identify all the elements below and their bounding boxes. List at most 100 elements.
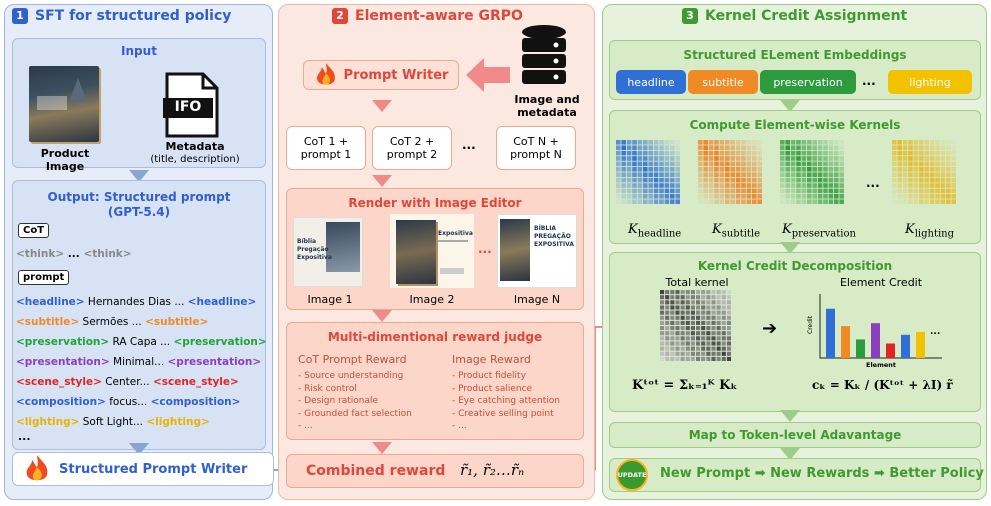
kernel-cell	[790, 156, 796, 161]
total-kernel-cell	[711, 300, 716, 305]
kernel-cell	[719, 167, 725, 172]
total-kernel-cell	[660, 331, 665, 336]
total-kernel-cell	[670, 326, 675, 331]
kernel-cell	[741, 140, 746, 145]
kernel-cell	[924, 161, 929, 167]
total-kernel-cell	[675, 310, 680, 315]
kernel-cell	[946, 167, 951, 172]
total-kernel-cell	[680, 326, 685, 331]
kernel-cell	[741, 172, 746, 177]
total-kernel-cell	[716, 331, 721, 336]
kernel-cell	[670, 199, 675, 204]
kernel-cell	[817, 156, 823, 161]
kernel-cell	[719, 145, 725, 150]
kernel-cell	[653, 145, 659, 150]
kernel-cell	[670, 172, 675, 177]
kernel-cell	[746, 199, 752, 204]
kernel-cell	[908, 167, 913, 172]
kernel-cell	[785, 150, 790, 156]
kernel-cell	[741, 183, 746, 188]
kernel-cell	[659, 150, 664, 156]
kernel-cell	[935, 188, 940, 194]
kernel-label-headline: Kheadline	[628, 222, 681, 240]
kernel-cell	[616, 140, 621, 145]
total-kernel-cell	[716, 346, 721, 351]
kernel-cell	[703, 161, 708, 167]
reward-item: - Product fidelity	[452, 371, 526, 381]
total-kernel-cell	[690, 346, 695, 351]
kernel-cell	[637, 172, 643, 177]
element-open-tag: <headline>	[16, 296, 85, 308]
kernel-cell	[675, 172, 680, 177]
kernel-cell	[714, 199, 719, 204]
kernel-cell	[828, 199, 834, 204]
element-close-tag: <subtitle>	[145, 316, 209, 328]
kernel-cell	[675, 161, 680, 167]
kernel-cell	[892, 172, 897, 177]
kernel-cell	[828, 172, 834, 177]
kernel-cell	[828, 140, 834, 145]
kernel-cell	[752, 161, 757, 167]
total-kernel-cell	[711, 336, 716, 341]
kernel-cell	[839, 140, 844, 145]
element-close-tag: <lighting>	[146, 416, 210, 428]
kernel-cell	[828, 183, 834, 188]
kernel-cell	[823, 161, 828, 167]
arrow-down	[372, 175, 392, 187]
total-kernel-cell	[726, 336, 731, 341]
kernel-cell	[735, 183, 741, 188]
kernel-cell	[719, 140, 725, 145]
kernel-cell	[780, 183, 785, 188]
kernel-cell	[664, 167, 670, 172]
kernel-cell	[940, 194, 946, 199]
kernel-cell	[632, 156, 637, 161]
total-kernel-cell	[680, 351, 685, 356]
kernel-cell	[670, 188, 675, 194]
kernel-cell	[929, 161, 935, 167]
kernel-cell	[637, 188, 643, 194]
kernel-cell	[648, 177, 653, 183]
total-kernel-cell	[701, 341, 706, 346]
kernel-cell	[785, 167, 790, 172]
kernel-cell	[675, 183, 680, 188]
kernel-cell	[817, 183, 823, 188]
kernel-cell	[741, 145, 746, 150]
kernel-cell	[807, 188, 812, 194]
kernel-cell	[902, 156, 908, 161]
kernel-cell	[757, 199, 762, 204]
kernel-cell	[801, 161, 807, 167]
think-line: <think> ... <think>	[16, 248, 132, 260]
prompt-tag-line: <preservation> RA Capa ... <preservation…	[16, 336, 267, 348]
kernel-cell	[698, 188, 703, 194]
kernel-cell	[621, 145, 626, 150]
total-kernel-cell	[675, 300, 680, 305]
embedding-lighting: lighting	[888, 70, 972, 94]
kernel-cell	[812, 177, 817, 183]
kernel-symbol: K	[628, 222, 638, 237]
think-open-tag: <think>	[16, 248, 65, 260]
kernel-cell	[951, 199, 956, 204]
kernel-cell	[892, 188, 897, 194]
total-kernel-cell	[706, 346, 711, 351]
kernel-cell	[790, 177, 796, 183]
kernel-cell	[632, 150, 637, 156]
kernel-cell	[719, 161, 725, 167]
kernel-cell	[714, 150, 719, 156]
kernel-cell	[828, 161, 834, 167]
kernel-cell	[675, 145, 680, 150]
kernel-cell	[924, 167, 929, 172]
kernel-cell	[935, 161, 940, 167]
kernel-cell	[946, 145, 951, 150]
kernel-cell	[703, 199, 708, 204]
total-kernel-cell	[716, 300, 721, 305]
kernel-cell	[621, 172, 626, 177]
total-kernel-cell	[716, 310, 721, 315]
element-content: RA Capa ...	[109, 336, 174, 348]
image1-title-2: Pregação	[297, 246, 329, 253]
kernel-cell	[648, 194, 653, 199]
kernel-cell	[698, 161, 703, 167]
kernel-symbol: K	[712, 222, 722, 237]
kernel-cell	[919, 194, 924, 199]
kernel-cell	[828, 194, 834, 199]
kernel-cell	[643, 156, 648, 161]
